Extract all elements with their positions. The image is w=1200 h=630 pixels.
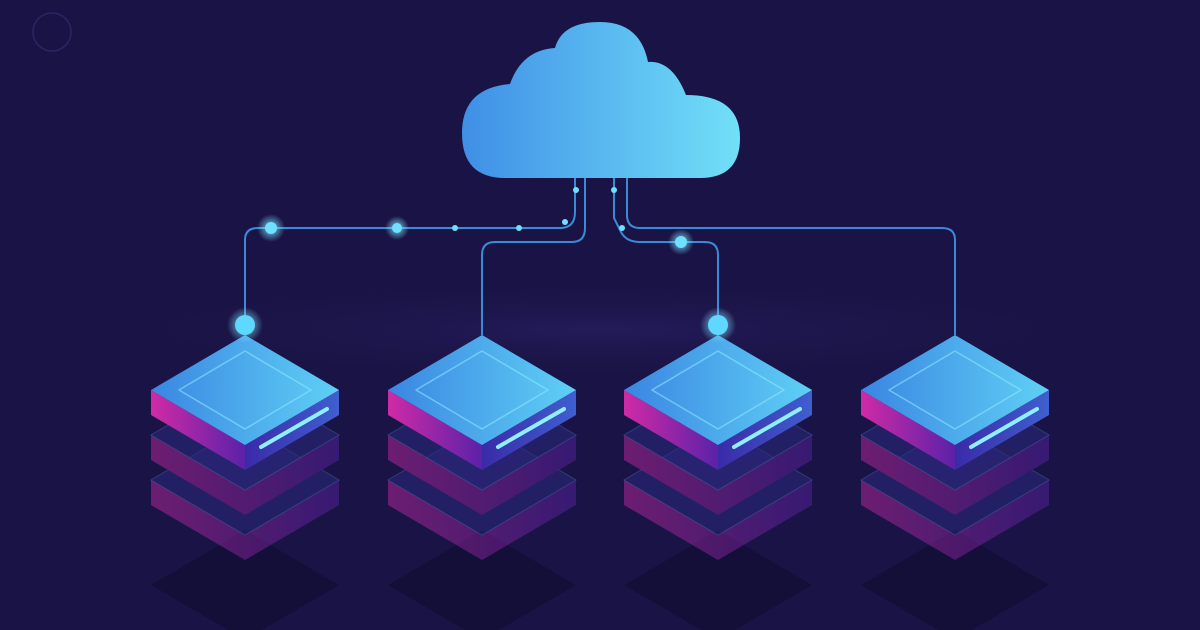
floor-glow bbox=[80, 280, 1120, 380]
server-icon-2 bbox=[386, 333, 578, 630]
ring-icon bbox=[32, 12, 72, 52]
connection-node-icon bbox=[675, 236, 687, 248]
connection-line-2 bbox=[481, 178, 586, 335]
connection-line-4 bbox=[626, 178, 956, 335]
server-icon-3 bbox=[622, 333, 814, 630]
connection-node-icon bbox=[265, 222, 277, 234]
server-node-icon-1 bbox=[235, 315, 255, 335]
connection-node-icon bbox=[619, 225, 625, 231]
connection-node-icon bbox=[562, 219, 568, 225]
connection-node-icon bbox=[573, 187, 579, 193]
server-icon-1 bbox=[149, 333, 341, 630]
connection-line-3 bbox=[613, 178, 719, 322]
connection-node-icon bbox=[392, 223, 402, 233]
server-icon-4 bbox=[859, 333, 1051, 630]
cloud-icon bbox=[462, 22, 740, 178]
connection-node-icon bbox=[516, 225, 522, 231]
connection-node-icon bbox=[611, 187, 617, 193]
server-node-icon-3 bbox=[708, 315, 728, 335]
connection-node-icon bbox=[452, 225, 458, 231]
connection-nodes bbox=[257, 187, 694, 255]
